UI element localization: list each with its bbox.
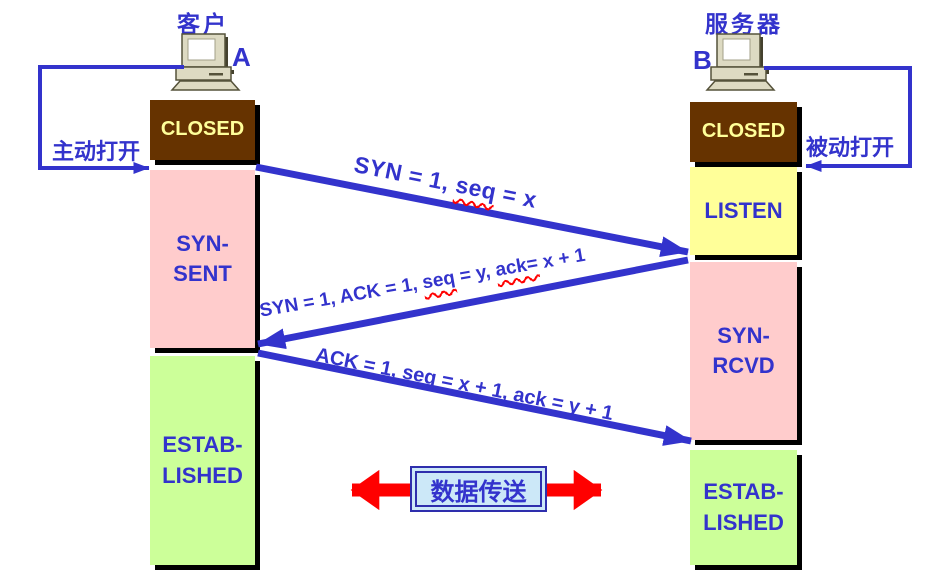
syn-arrow: [255, 163, 689, 258]
server-host-label: B: [693, 45, 712, 75]
data-transfer-label: 数据传送: [415, 471, 542, 507]
server-closed-state: CLOSED: [690, 102, 797, 162]
server-established-state: ESTAB- LISHED: [690, 450, 797, 565]
state-label-line: LISHED: [162, 462, 243, 488]
active-open-label: 主动打开: [52, 139, 141, 164]
state-label: CLOSED: [701, 120, 786, 143]
state-label-line: LISHED: [703, 509, 784, 535]
computer-icon: [705, 33, 776, 91]
state-label-line: SYN-: [176, 230, 229, 256]
passive-open-connector: [764, 66, 912, 172]
state-label-line: ESTAB-: [162, 432, 243, 458]
state-label: CLOSED: [160, 118, 245, 141]
server-syn-rcvd-state: SYN- RCVD: [690, 262, 797, 440]
state-label-line: ESTAB-: [703, 479, 784, 505]
state-label-line: SYN-: [717, 322, 770, 348]
client-host-label: A: [232, 42, 251, 72]
client-established-state: ESTAB- LISHED: [150, 356, 255, 565]
client-title: 客户: [177, 11, 229, 37]
active-open-connector: [38, 65, 184, 174]
state-label-line: RCVD: [712, 353, 775, 378]
client-closed-state: CLOSED: [150, 100, 255, 160]
computer-icon: [170, 33, 241, 91]
passive-open-label: 被动打开: [806, 135, 895, 160]
data-transfer-label-box: 数据传送: [410, 466, 547, 512]
server-listen-state: LISTEN: [690, 167, 797, 255]
state-label: LISTEN: [704, 197, 783, 223]
server-title: 服务器: [705, 11, 783, 37]
ack-arrow: [257, 349, 692, 446]
client-syn-sent-state: SYN- SENT: [150, 170, 255, 348]
syn-ack-arrow: [257, 256, 689, 350]
state-label-line: SENT: [173, 261, 232, 286]
